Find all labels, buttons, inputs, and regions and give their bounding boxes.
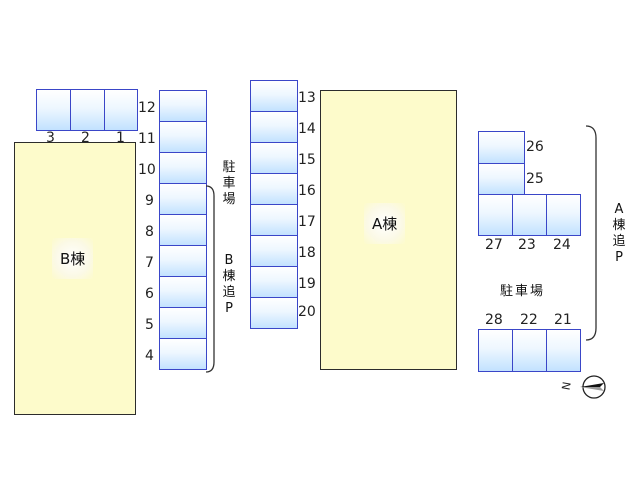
stall-number: 4 <box>145 348 154 364</box>
parking-stall-27 <box>478 194 513 236</box>
parking-stall-3 <box>36 89 71 131</box>
stall-number: 1 <box>116 130 125 146</box>
stall-number: 15 <box>298 152 316 168</box>
stall-number: 12 <box>138 100 156 116</box>
stall-number: 10 <box>138 162 156 178</box>
parking-stall-22 <box>512 329 547 372</box>
parking-stall-7 <box>159 245 207 277</box>
parking-stall-13 <box>250 80 298 112</box>
parking-stall-12 <box>159 90 207 122</box>
parking-stall-14 <box>250 111 298 143</box>
site-plan: 3 2 1 B棟 12 11 10 9 8 7 6 5 4 駐車場 B棟追P 1… <box>0 60 640 416</box>
parking-stall-19 <box>250 266 298 298</box>
bracket-a-extra-parking <box>585 125 597 341</box>
stall-number: 6 <box>145 286 154 302</box>
building-a-label: A棟 <box>364 203 406 244</box>
parking-stall-10 <box>159 152 207 184</box>
parking-label-center: 駐車場 <box>222 160 236 207</box>
stall-number: 8 <box>145 224 154 240</box>
parking-stall-2 <box>70 89 105 131</box>
parking-stall-25 <box>478 163 525 195</box>
stall-number: 11 <box>138 131 156 147</box>
bracket-b-extra-parking <box>205 185 215 373</box>
parking-stall-15 <box>250 142 298 174</box>
parking-stall-17 <box>250 204 298 236</box>
parking-stall-1 <box>104 89 138 131</box>
parking-stall-20 <box>250 297 298 329</box>
parking-stall-16 <box>250 173 298 205</box>
parking-stall-21 <box>546 329 581 372</box>
parking-stall-5 <box>159 307 207 339</box>
building-b-label: B棟 <box>52 238 94 279</box>
parking-stall-11 <box>159 121 207 153</box>
stall-number: 25 <box>526 171 544 187</box>
stall-number: 21 <box>554 312 572 328</box>
stall-number: 17 <box>298 214 316 230</box>
b-extra-parking-label: B棟追P <box>222 253 236 316</box>
stall-number: 23 <box>518 237 536 253</box>
stall-number: 7 <box>145 255 154 271</box>
a-extra-parking-label: A棟追P <box>612 202 626 265</box>
stall-number: 20 <box>298 304 316 320</box>
stall-number: 26 <box>526 139 544 155</box>
stall-number: 27 <box>485 237 503 253</box>
stall-number: 3 <box>46 130 55 146</box>
stall-number: 2 <box>81 130 90 146</box>
stall-number: 14 <box>298 121 316 137</box>
parking-label-right: 駐車場 <box>500 284 546 299</box>
parking-stall-23 <box>512 194 547 236</box>
parking-stall-8 <box>159 214 207 246</box>
parking-stall-9 <box>159 183 207 215</box>
stall-number: 19 <box>298 276 316 292</box>
parking-stall-4 <box>159 338 207 370</box>
compass-north-arrow-icon <box>580 375 606 399</box>
parking-stall-26 <box>478 131 525 164</box>
parking-stall-6 <box>159 276 207 308</box>
stall-number: 16 <box>298 183 316 199</box>
stall-number: 13 <box>298 90 316 106</box>
stall-number: 24 <box>553 237 571 253</box>
stall-number: 22 <box>520 312 538 328</box>
stall-number: 9 <box>145 193 154 209</box>
parking-stall-18 <box>250 235 298 267</box>
stall-number: 5 <box>145 317 154 333</box>
stall-number: 18 <box>298 245 316 261</box>
parking-stall-24 <box>546 194 581 236</box>
parking-stall-28 <box>478 329 513 372</box>
stall-number: 28 <box>485 312 503 328</box>
